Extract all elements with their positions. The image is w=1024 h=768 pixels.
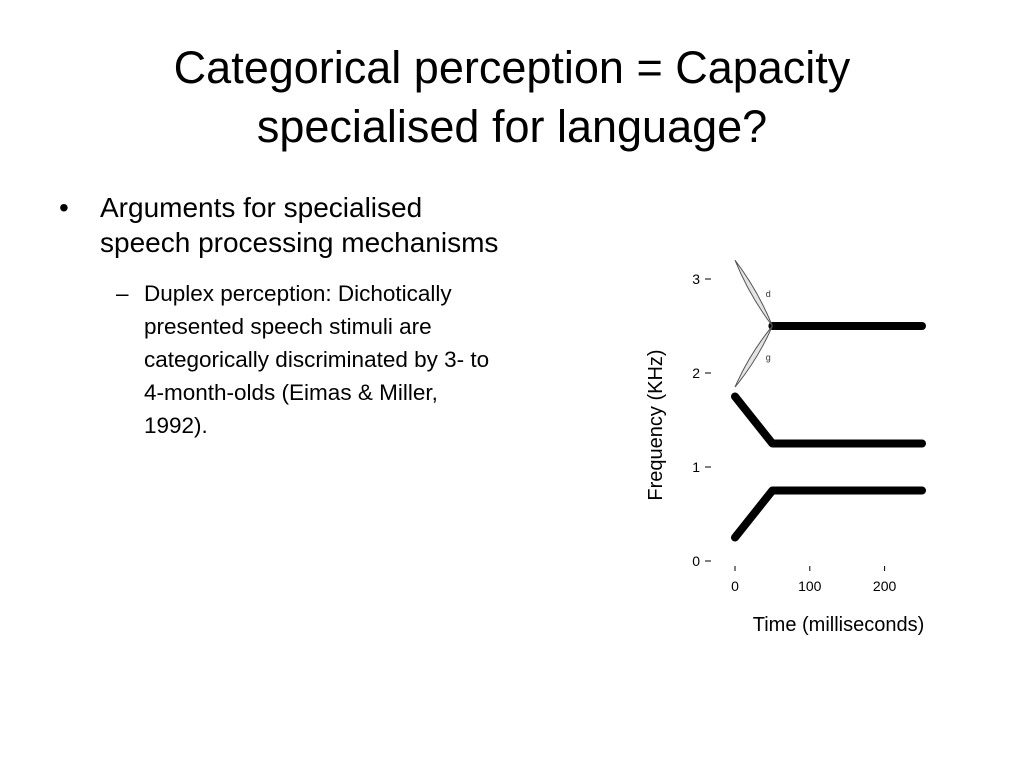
y-tick-label: 2 (692, 365, 700, 381)
slide-title: Categorical perception = Capacity specia… (40, 38, 984, 156)
subbullet-text: Duplex perception: Dichotically presente… (144, 277, 604, 442)
bullet-line-2: speech processing mechanisms (100, 227, 499, 258)
subbullet-line-5: 1992). (144, 413, 208, 438)
y-tick-label: 1 (692, 459, 700, 475)
x-tick-label: 0 (731, 578, 739, 594)
bullet-line-1: Arguments for specialised (100, 192, 423, 223)
bullet-marker: • (59, 192, 69, 223)
formant-line (731, 486, 926, 542)
y-axis-label: Frequency (KHz) (645, 349, 667, 500)
y-tick-label: 0 (692, 553, 700, 569)
y-tick-label: 3 (692, 271, 700, 287)
subbullet-line-2: presented speech stimuli are (144, 314, 432, 339)
subbullet-line-1: Duplex perception: Dichotically (144, 281, 452, 306)
x-axis-label: Time (milliseconds) (753, 614, 925, 636)
title-line-2: specialised for language? (256, 101, 768, 152)
formant-line (731, 392, 926, 448)
x-tick-label: 100 (798, 578, 822, 594)
series-label-d: d (766, 289, 771, 299)
formant-transition-outline (734, 325, 773, 388)
bullet-text: Arguments for specialised speech process… (100, 190, 600, 260)
subbullet-marker: – (116, 281, 129, 306)
subbullet-line-4: 4-month-olds (Eimas & Miller, (144, 380, 438, 405)
series-label-g: g (766, 353, 771, 363)
subbullet-line-3: categorically discriminated by 3- to (144, 347, 490, 372)
x-tick-label: 200 (873, 578, 897, 594)
title-line-1: Categorical perception = Capacity (173, 42, 851, 93)
